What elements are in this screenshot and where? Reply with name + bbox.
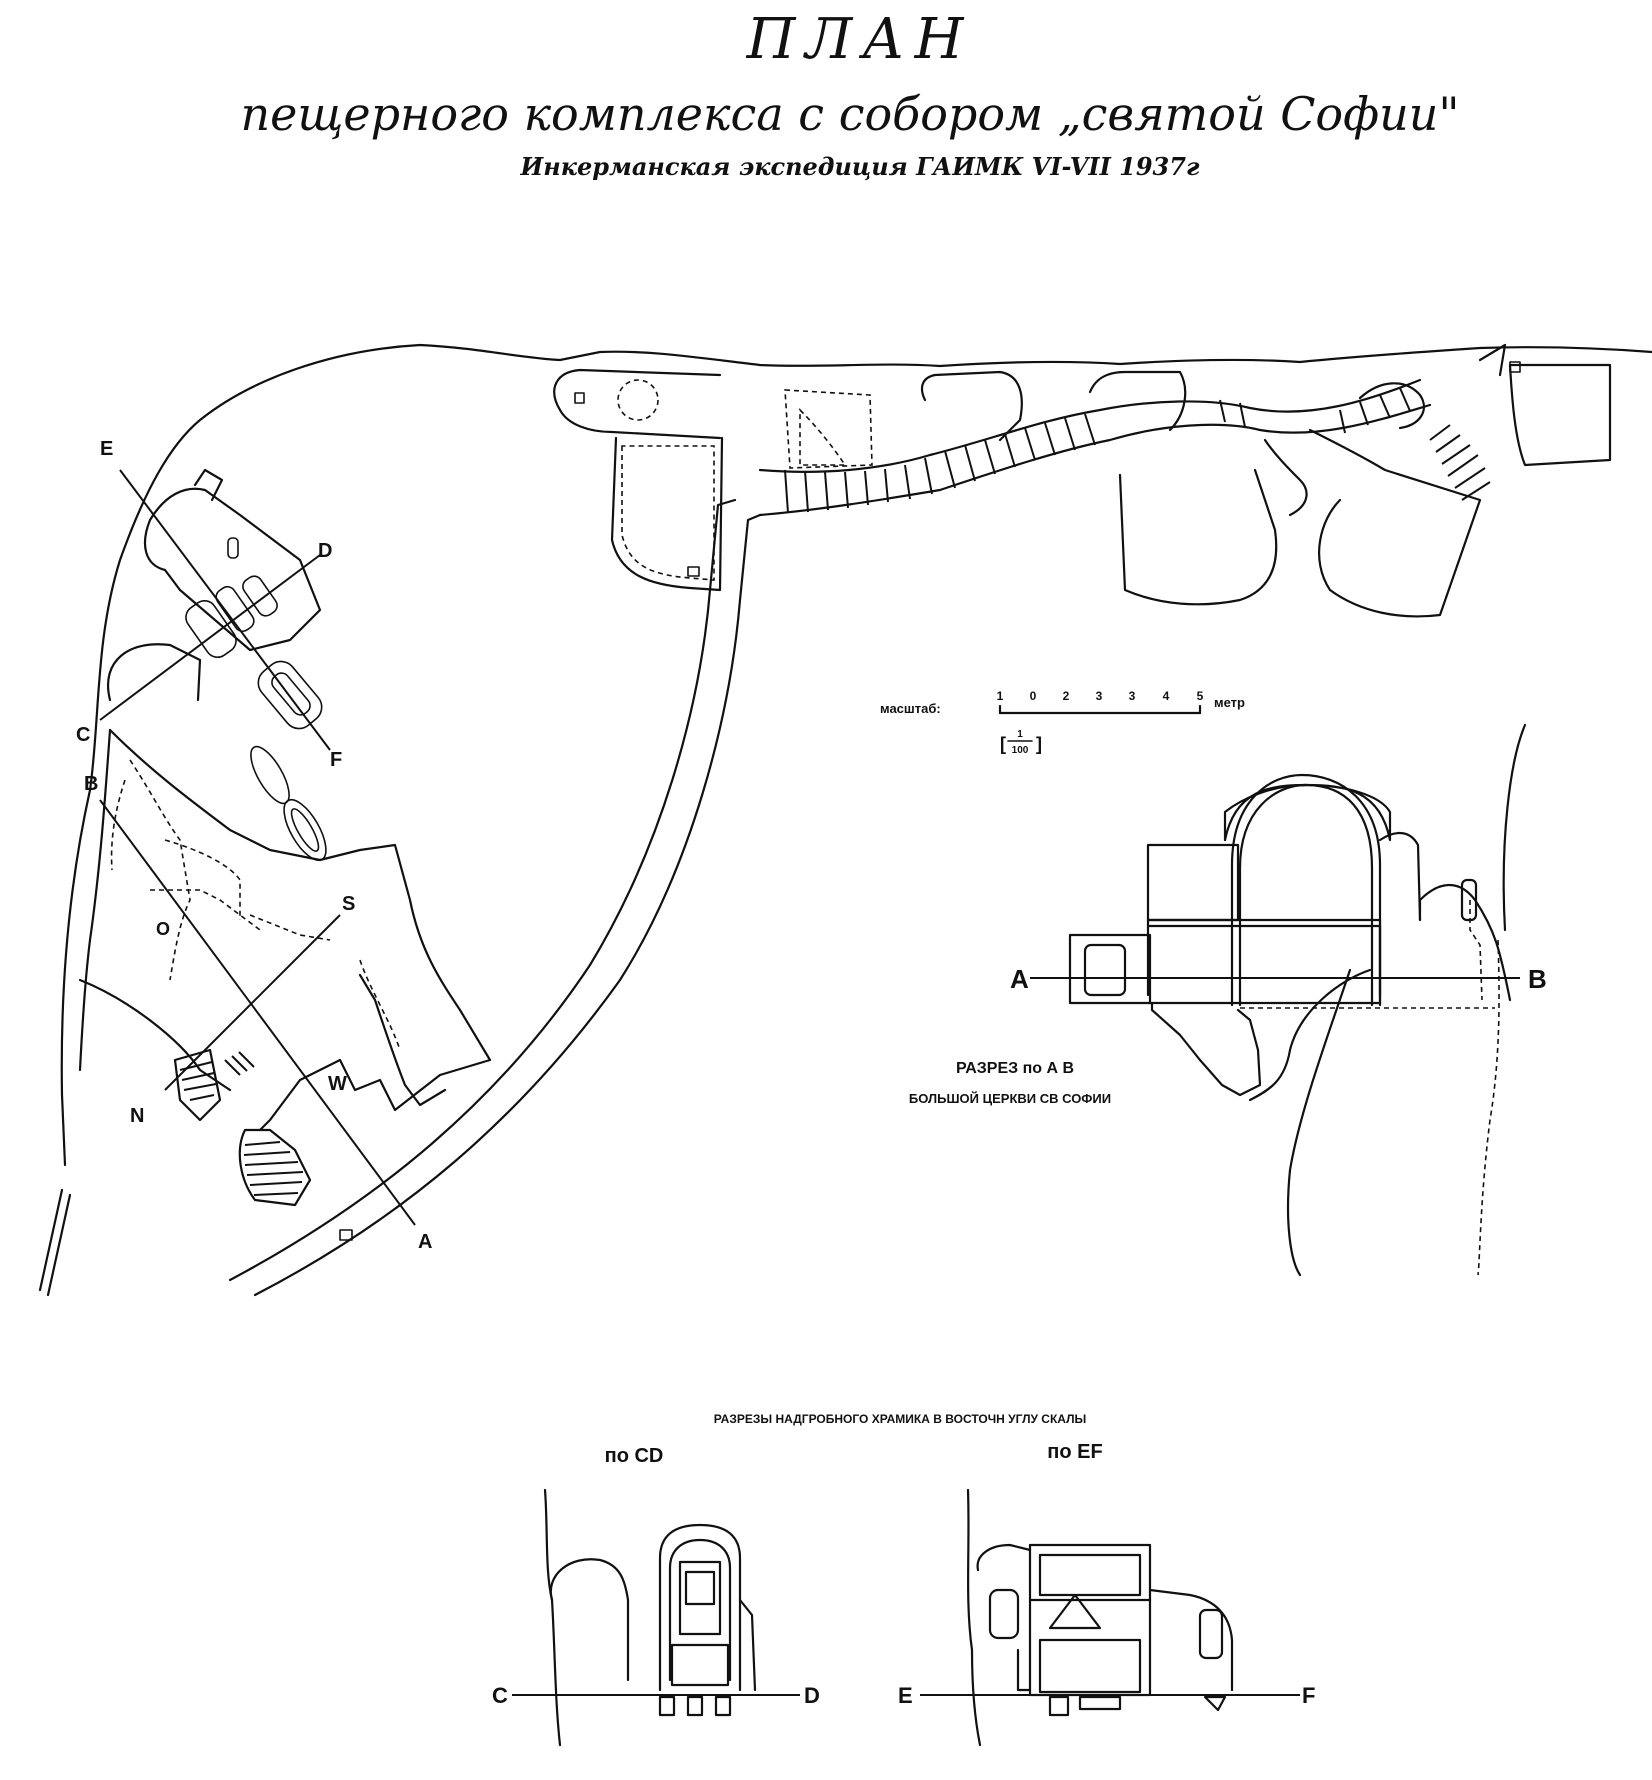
scale-label: масштаб: (880, 701, 941, 716)
plan-label-o: O (156, 919, 170, 939)
stepped-passage (758, 378, 1432, 517)
scale-tick-5: 3 (1129, 689, 1136, 703)
section-ef-title: по EF (1047, 1441, 1102, 1463)
section-ef-drawing: по EF E F (898, 1441, 1315, 1747)
section-ab-drawing: A B РАЗРЕЗ по А В БОЛЬШОЙ ЦЕРКВИ СВ СОФИ… (909, 723, 1547, 1277)
plan-label-n: N (130, 1105, 144, 1127)
plan-section-lines (99, 469, 416, 1226)
plan-label-a: A (418, 1231, 432, 1253)
section-ef-end-e: E (898, 1683, 913, 1708)
section-line-ab (99, 799, 416, 1226)
scale-bar: масштаб: 1 0 2 3 3 4 5 метр [ 1 100 ] (880, 689, 1245, 756)
plan-label-d: D (318, 540, 332, 562)
upper-chamber (553, 368, 722, 440)
section-cd-end-d: D (804, 1683, 820, 1708)
passage-steps (784, 387, 1411, 514)
plan-labels: E D C F B O S N W A (76, 438, 432, 1253)
plan-label-w: W (328, 1073, 347, 1095)
svg-text:[: [ (1000, 734, 1006, 754)
section-line-ef (119, 469, 331, 751)
dashed-room-1 (610, 436, 724, 592)
plan-label-c: C (76, 724, 90, 746)
scale-tick-3: 2 (1063, 689, 1070, 703)
scale-ratio-numerator: 1 (1017, 729, 1023, 740)
plan-subtitle: пещерного комплекса с собором „святой Со… (240, 87, 1459, 141)
plan-label-b: B (84, 773, 98, 795)
svg-text:]: ] (1036, 734, 1042, 754)
plan-label-f: F (330, 749, 342, 771)
bottom-sections-heading: РАЗРЕЗЫ НАДГРОБНОГО ХРАМИКА В ВОСТОЧН УГ… (714, 1412, 1087, 1426)
expedition-caption: Инкерманская экспедиция ГАИМК VI-VII 193… (520, 152, 1200, 181)
section-cd-end-c: C (492, 1683, 508, 1708)
scale-unit: метр (1214, 695, 1245, 710)
section-ab-caption-2: БОЛЬШОЙ ЦЕРКВИ СВ СОФИИ (909, 1091, 1111, 1106)
plan-label-e: E (100, 438, 113, 460)
scale-tick-6: 4 (1163, 689, 1170, 703)
scale-ratio-denominator: 100 (1012, 745, 1029, 756)
section-ef-end-f: F (1302, 1683, 1315, 1708)
upper-rooms (784, 343, 1612, 618)
scale-tick-7: 5 (1197, 689, 1204, 703)
section-cd-drawing: по CD C D (492, 1445, 820, 1747)
section-line-cd (99, 554, 321, 721)
plan-title: ПЛАН (746, 7, 974, 72)
scale-tick-2: 0 (1030, 689, 1037, 703)
scale-tick-4: 3 (1096, 689, 1103, 703)
section-cd-title: по CD (605, 1445, 664, 1467)
section-ab-caption-1: РАЗРЕЗ по А В (956, 1060, 1074, 1077)
curved-ledge-path (228, 498, 762, 1297)
cliff-outline (60, 343, 1652, 1167)
plan-label-s: S (342, 893, 355, 915)
section-ab-end-a: A (1010, 964, 1029, 994)
western-complex (38, 468, 492, 1297)
section-ab-end-b: B (1528, 964, 1547, 994)
section-line-sn (164, 914, 341, 1091)
scale-tick-1: 1 (997, 689, 1004, 703)
